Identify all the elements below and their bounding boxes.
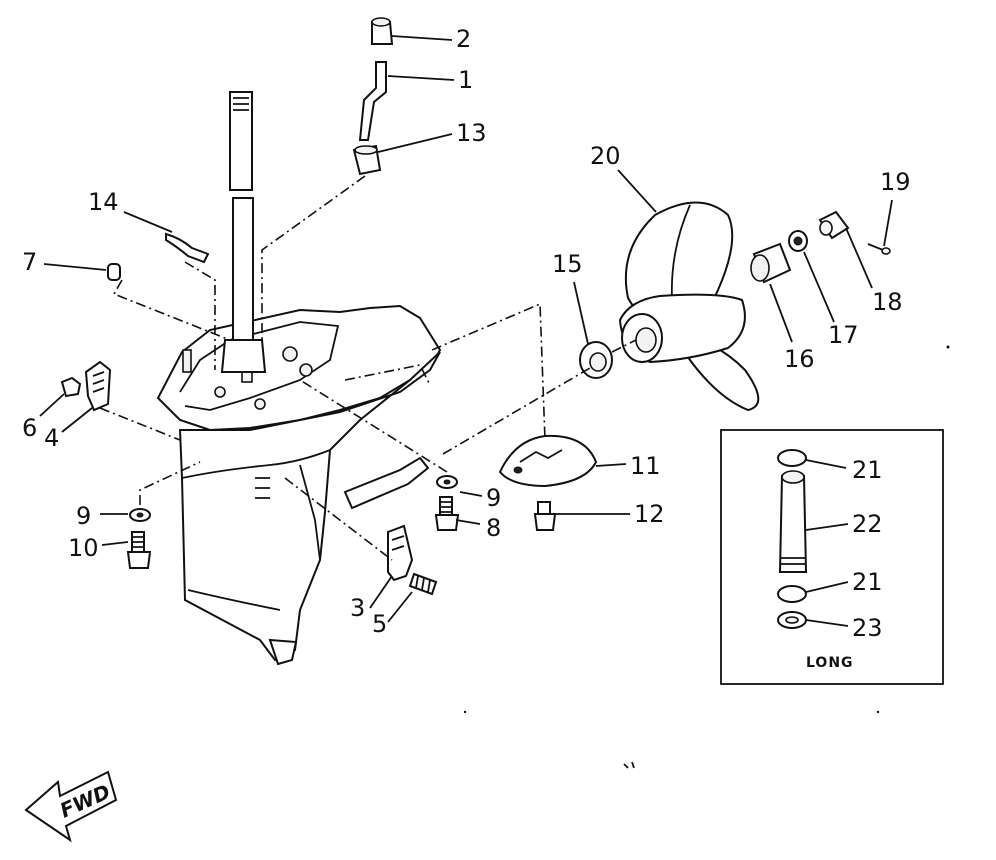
inset-label: LONG [806,655,854,671]
callout-18: 18 [872,288,903,316]
callout-9-left: 9 [76,502,91,530]
thrust-washer [579,341,613,379]
callout-9-center: 9 [486,484,501,512]
drive-shaft [220,91,267,373]
lower-casing [156,304,442,666]
callout-4: 4 [44,424,59,452]
callout-17: 17 [828,321,859,349]
callout-23: 23 [852,614,883,642]
fwd-arrow: FWD [24,770,118,843]
callout-14: 14 [88,188,119,216]
cover-plate [498,434,598,531]
inset-box: LONG [720,429,944,685]
callout-21-bottom: 21 [852,568,883,596]
anode-parts [387,475,460,596]
callout-16: 16 [784,345,815,373]
callout-6: 6 [22,414,37,442]
callout-7: 7 [22,248,37,276]
shift-rod [352,17,394,176]
callout-8: 8 [486,514,501,542]
left-parts [60,232,210,569]
callout-10: 10 [68,534,99,562]
callout-19: 19 [880,168,911,196]
callout-21-top: 21 [852,456,883,484]
callout-12: 12 [634,500,665,528]
stray-marks [463,345,950,769]
prop-nut-parts [750,210,891,284]
callout-22: 22 [852,510,883,538]
callout-20: 20 [590,142,621,170]
leader-lines [39,35,893,623]
callout-1: 1 [458,66,473,94]
propeller [618,201,760,412]
callout-2: 2 [456,25,471,53]
callout-15: 15 [552,250,583,278]
callout-11: 11 [630,452,661,480]
callout-5: 5 [372,610,387,638]
assembly-lines [99,175,637,561]
callout-13: 13 [456,119,487,147]
callout-3: 3 [350,594,365,622]
callout-numbers: 2 1 13 14 7 6 4 9 10 9 8 3 5 11 12 15 20… [22,25,911,642]
